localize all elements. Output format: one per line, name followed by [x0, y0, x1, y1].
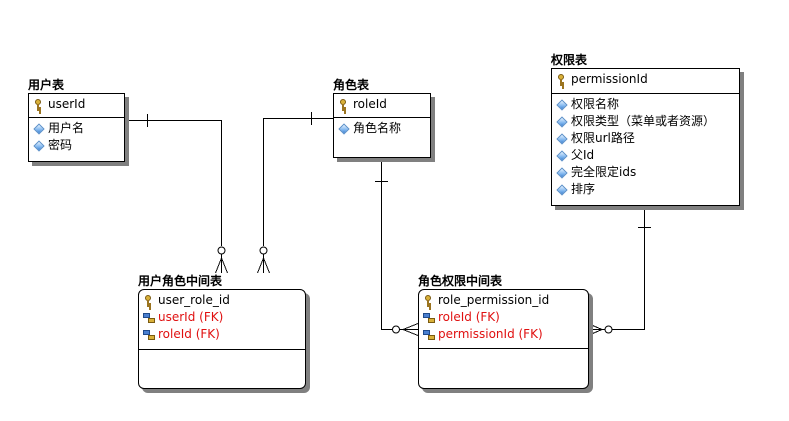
- entity-title-role: 角色表: [333, 78, 370, 92]
- fk-row[interactable]: userId (FK): [143, 309, 305, 326]
- pk-row[interactable]: roleId: [338, 96, 430, 113]
- attribute-label: 权限名称: [571, 97, 620, 111]
- attribute-row[interactable]: 排序: [556, 181, 739, 198]
- pk-label: user_role_id: [158, 293, 230, 307]
- connector-line: [612, 205, 645, 330]
- key-icon: [33, 98, 45, 111]
- fk-label: roleId (FK): [158, 327, 220, 341]
- zero-circle: [604, 325, 613, 334]
- pk-label: roleId: [353, 97, 387, 111]
- fk-label: userId (FK): [158, 310, 224, 324]
- entity-title-user-role: 用户角色中间表: [138, 274, 223, 288]
- attribute-row[interactable]: 权限url路径: [556, 130, 739, 147]
- pk-label: userId: [48, 97, 86, 111]
- attribute-icon: [33, 123, 45, 135]
- crow-right: [263, 257, 270, 274]
- pk-row[interactable]: role_permission_id: [423, 292, 588, 309]
- attribute-row[interactable]: 完全限定ids: [556, 164, 739, 181]
- attribute-section: 角色名称: [334, 118, 430, 137]
- attribute-label: 密码: [48, 138, 73, 152]
- attribute-row[interactable]: 密码: [33, 137, 124, 154]
- attribute-label: 用户名: [48, 121, 85, 135]
- entity-title-user: 用户表: [28, 78, 65, 92]
- attribute-row[interactable]: 父Id: [556, 147, 739, 164]
- fk-row[interactable]: roleId (FK): [143, 326, 305, 343]
- attribute-row[interactable]: 用户名: [33, 120, 124, 137]
- attribute-section: [139, 350, 305, 352]
- entity-role-permission[interactable]: role_permission_id roleId (FK) permissio…: [418, 289, 589, 389]
- attribute-label: 权限类型（菜单或者资源）: [571, 114, 716, 128]
- fk-label: roleId (FK): [438, 310, 500, 324]
- relationship-permission-to-role-permission[interactable]: [587, 205, 651, 336]
- attribute-label: 完全限定ids: [571, 165, 637, 179]
- entity-role[interactable]: roleId 角色名称: [333, 93, 431, 158]
- foreign-key-icon: [143, 329, 155, 341]
- crow-left: [257, 257, 264, 274]
- crow-top: [402, 323, 419, 330]
- key-section: role_permission_id roleId (FK) permissio…: [419, 290, 588, 349]
- attribute-icon: [556, 133, 568, 145]
- pk-section: roleId: [334, 94, 430, 118]
- relationship-role-to-role-permission[interactable]: [375, 157, 419, 336]
- attribute-section: 权限名称 权限类型（菜单或者资源） 权限url路径 父Id 完全限定ids 排序: [552, 94, 739, 198]
- pk-section: userId: [29, 94, 124, 118]
- connector-line: [381, 157, 392, 330]
- attribute-label: 权限url路径: [571, 131, 635, 145]
- crow-top: [587, 323, 603, 330]
- fk-row[interactable]: roleId (FK): [423, 309, 588, 326]
- zero-circle: [217, 246, 226, 255]
- fk-row[interactable]: permissionId (FK): [423, 326, 588, 343]
- attribute-label: 父Id: [571, 148, 595, 162]
- attribute-icon: [556, 184, 568, 196]
- foreign-key-icon: [423, 312, 435, 324]
- relationship-user-to-user-role[interactable]: [124, 114, 228, 274]
- entity-permission[interactable]: permissionId 权限名称 权限类型（菜单或者资源） 权限url路径 父…: [551, 68, 740, 206]
- entity-title-role-permission: 角色权限中间表: [418, 274, 503, 288]
- attribute-icon: [556, 99, 568, 111]
- entity-user-role[interactable]: user_role_id userId (FK) roleId (FK): [138, 289, 306, 389]
- connector-line: [124, 120, 222, 246]
- crow-bottom: [402, 329, 419, 336]
- attribute-icon: [556, 116, 568, 128]
- crow-left: [215, 257, 222, 274]
- pk-label: permissionId: [571, 72, 648, 86]
- attribute-row[interactable]: 权限名称: [556, 96, 739, 113]
- attribute-icon: [33, 140, 45, 152]
- pk-row[interactable]: user_role_id: [143, 292, 305, 309]
- foreign-key-icon: [143, 312, 155, 324]
- zero-circle: [259, 246, 268, 255]
- attribute-icon: [338, 123, 350, 135]
- key-icon: [556, 73, 568, 86]
- entity-user[interactable]: userId 用户名 密码: [28, 93, 125, 162]
- attribute-label: 角色名称: [353, 121, 402, 135]
- pk-row[interactable]: permissionId: [556, 71, 739, 88]
- fk-label: permissionId (FK): [438, 327, 543, 341]
- crow-bottom: [587, 329, 603, 336]
- attribute-icon: [556, 150, 568, 162]
- attribute-row[interactable]: 权限类型（菜单或者资源）: [556, 113, 739, 130]
- attribute-section: 用户名 密码: [29, 118, 124, 154]
- key-section: user_role_id userId (FK) roleId (FK): [139, 290, 305, 350]
- zero-circle: [392, 325, 400, 334]
- pk-section: permissionId: [552, 69, 739, 94]
- key-icon: [423, 294, 435, 307]
- attribute-section: [419, 349, 588, 351]
- attribute-label: 排序: [571, 182, 596, 196]
- key-icon: [338, 98, 350, 111]
- pk-label: role_permission_id: [438, 293, 550, 307]
- key-icon: [143, 294, 155, 307]
- entity-title-permission: 权限表: [551, 53, 588, 67]
- crow-right: [221, 257, 228, 274]
- attribute-row[interactable]: 角色名称: [338, 120, 430, 137]
- pk-row[interactable]: userId: [33, 96, 124, 113]
- attribute-icon: [556, 167, 568, 179]
- connector-line: [263, 118, 333, 246]
- relationship-role-to-user-role[interactable]: [257, 112, 334, 274]
- foreign-key-icon: [423, 329, 435, 341]
